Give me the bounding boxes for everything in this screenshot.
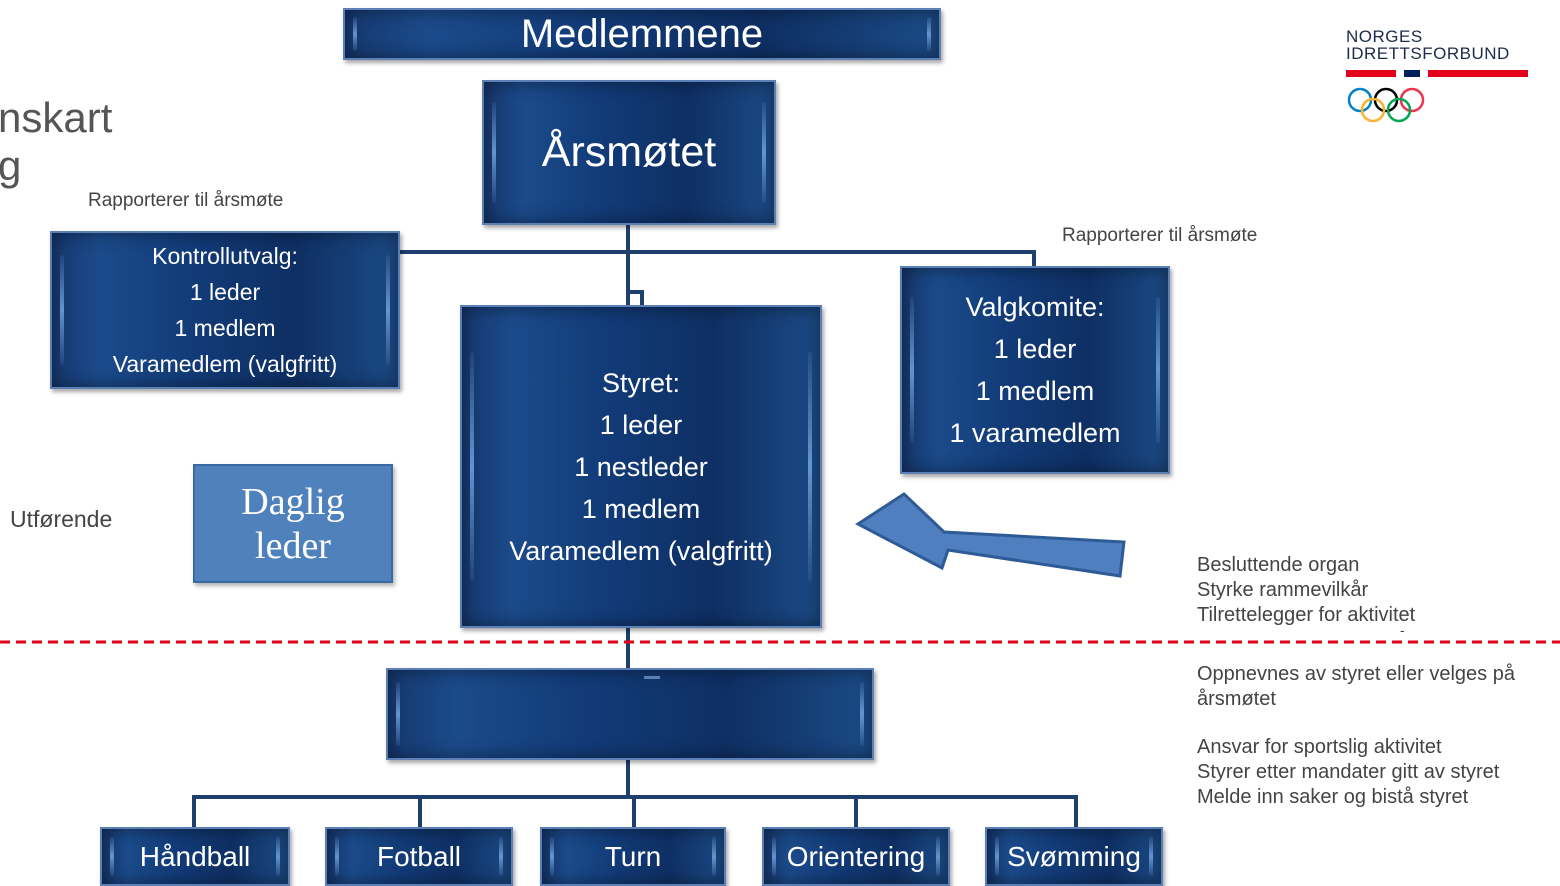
appointment-line-2: årsmøtet (1197, 688, 1276, 710)
utvalg-role-2: Styrer etter mandater gitt av styret (1197, 761, 1500, 783)
branch-svomming: Svømming (985, 827, 1163, 886)
logo-text-norges: NORGES (1346, 27, 1423, 46)
daglig-leder-line-2: leder (255, 524, 331, 567)
styret-role-2: Styrke rammevilkår (1197, 579, 1369, 601)
nif-logo: NORGES IDRETTSFORBUND (1346, 28, 1528, 124)
branch-turn-label: Turn (604, 840, 662, 872)
medlemmene-label: Medlemmene (520, 11, 764, 56)
appointment-line-1: Oppnevnes av styret eller velges på (1197, 663, 1515, 685)
utvalg-role-1: Ansvar for sportslig aktivitet (1197, 736, 1442, 758)
branch-turn: Turn (540, 827, 726, 886)
arrow-pointer (855, 492, 1126, 578)
arsmotet-label: Årsmøtet (541, 128, 717, 176)
styret-leader: 1 leder (599, 409, 683, 440)
utvalg-role-3: Melde inn saker og bistå styret (1197, 786, 1469, 808)
title-line-1: nskart (0, 94, 113, 141)
branch-fotball: Fotball (325, 827, 513, 886)
daglig-leder-box: Daglig leder (193, 464, 393, 583)
valgkomite-deputy: 1 varamedlem (949, 418, 1121, 448)
valgkomite-heading: Valgkomite: (965, 292, 1105, 322)
branch-orientering-label: Orientering (786, 840, 926, 872)
utvalg-appointment-note: Oppnevnes av styret eller velges på årsm… (1197, 662, 1515, 712)
slide-title-fragment: nskart g (0, 94, 112, 190)
styret-heading: Styret: (601, 367, 681, 398)
valgkomite-box: Valgkomite: 1 leder 1 medlem 1 varamedle… (900, 266, 1170, 474)
branch-handball: Håndball (100, 827, 290, 886)
kontrollutvalg-member: 1 medlem (174, 315, 276, 341)
kontrollutvalg-leader: 1 leder (189, 279, 261, 305)
branch-fotball-label: Fotball (376, 840, 462, 872)
title-line-2: g (0, 142, 22, 189)
styret-deputy-leader: 1 nestleder (574, 451, 708, 482)
rapporterer-left-note: Rapporterer til årsmøte (88, 190, 284, 211)
logo-text-idrettsforbund: IDRETTSFORBUND (1346, 44, 1510, 63)
valgkomite-leader: 1 leder (993, 334, 1077, 364)
daglig-leder-line-1: Daglig (241, 480, 345, 523)
utvalg-roles-notes: Ansvar for sportslig aktivitet Styrer et… (1197, 735, 1499, 810)
rapporterer-right-note: Rapporterer til årsmøte (1062, 225, 1258, 246)
kontrollutvalg-deputy: Varamedlem (valgfritt) (112, 351, 338, 377)
branch-orientering: Orientering (762, 827, 950, 886)
sport-committee-box (386, 668, 874, 760)
styret-role-1: Besluttende organ (1197, 554, 1360, 576)
valgkomite-member: 1 medlem (975, 376, 1095, 406)
dash-marker: - (1400, 622, 1405, 638)
arsmotet-box: Årsmøtet (482, 80, 776, 225)
branch-svomming-label: Svømming (1007, 840, 1141, 872)
styret-roles-notes: Besluttende organ Styrke rammevilkår Til… (1197, 553, 1415, 628)
olympic-rings-icon (1347, 87, 1425, 123)
kontrollutvalg-heading: Kontrollutvalg: (152, 243, 298, 269)
dash-mark (644, 676, 660, 679)
styret-member: 1 medlem (581, 493, 701, 524)
styret-deputy-member: Varamedlem (valgfritt) (509, 535, 773, 566)
styret-box: Styret: 1 leder 1 nestleder 1 medlem Var… (460, 305, 822, 628)
kontrollutvalg-box: Kontrollutvalg: 1 leder 1 medlem Varamed… (50, 231, 400, 389)
styret-role-3: Tilrettelegger for aktivitet (1197, 604, 1416, 626)
medlemmene-box: Medlemmene (343, 8, 941, 60)
logo-flag-bar (1346, 70, 1528, 77)
utforende-label: Utførende (10, 506, 113, 532)
branch-handball-label: Håndball (139, 840, 251, 872)
